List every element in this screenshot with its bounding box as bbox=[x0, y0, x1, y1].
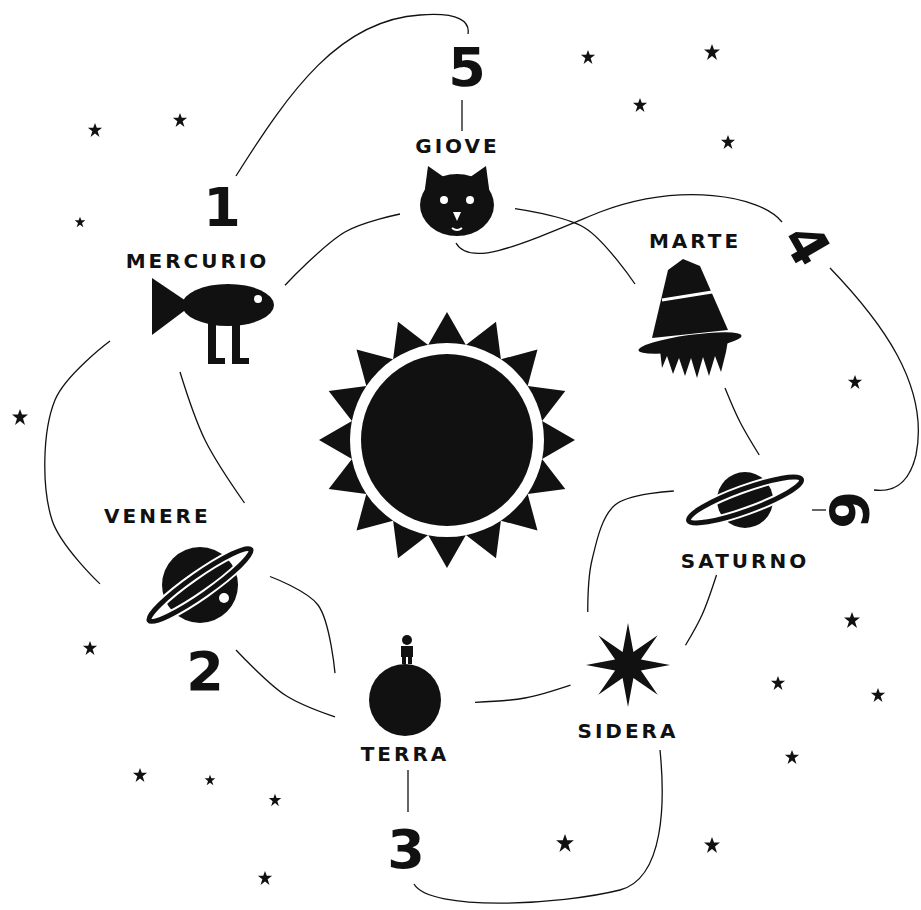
fish-foot bbox=[232, 358, 249, 364]
callout-number: 1 bbox=[203, 181, 241, 235]
star bbox=[771, 676, 785, 690]
planet-node: MERCURIO bbox=[110, 248, 285, 372]
planet-node: GIOVE bbox=[400, 133, 515, 241]
orbit-connector bbox=[515, 209, 635, 284]
person-leg bbox=[402, 656, 406, 664]
star bbox=[785, 750, 799, 764]
ringed-planet bbox=[685, 469, 805, 531]
fish-body bbox=[182, 284, 274, 326]
cat-head bbox=[420, 174, 494, 236]
orbit-connector bbox=[725, 388, 759, 455]
person-leg bbox=[408, 656, 412, 664]
star bbox=[633, 98, 647, 112]
orbit-connector bbox=[475, 685, 571, 702]
planet-node: SIDERA bbox=[571, 612, 686, 745]
star bbox=[133, 768, 147, 782]
sun bbox=[319, 312, 575, 568]
star bbox=[269, 794, 281, 806]
fish-foot bbox=[208, 358, 225, 364]
planet-name: SIDERA bbox=[576, 720, 681, 743]
planet-name: MERCURIO bbox=[124, 250, 272, 273]
person-head bbox=[402, 635, 412, 645]
callout-number: 6 bbox=[821, 491, 875, 529]
ring-gap bbox=[685, 469, 805, 531]
eight-point-star bbox=[586, 623, 670, 707]
leader-line bbox=[414, 750, 662, 903]
sun-gap bbox=[350, 343, 544, 537]
planet-name: GIOVE bbox=[413, 135, 501, 158]
leader-line bbox=[456, 195, 782, 254]
cat-nose bbox=[453, 212, 461, 221]
star bbox=[75, 217, 86, 228]
leader-line bbox=[830, 268, 918, 490]
person-body bbox=[401, 646, 413, 657]
cat-mouth bbox=[452, 228, 462, 230]
planet-name: TERRA bbox=[359, 743, 452, 766]
sun-disk bbox=[361, 354, 533, 526]
cat-face bbox=[420, 166, 494, 236]
callout-number: 3 bbox=[387, 823, 425, 877]
leader-lines bbox=[236, 14, 918, 903]
fish-leg bbox=[208, 318, 216, 363]
orbit-connector bbox=[45, 341, 110, 584]
planet-name: SATURNO bbox=[679, 550, 811, 573]
orbit-connector bbox=[588, 491, 674, 612]
sun-rays bbox=[319, 312, 575, 568]
orbit-connector bbox=[270, 577, 335, 674]
orbit-connector bbox=[236, 650, 335, 717]
planet-name: VENERE bbox=[102, 505, 213, 528]
planet-node: SATURNO bbox=[674, 455, 816, 575]
star bbox=[704, 44, 720, 60]
star bbox=[205, 775, 216, 786]
ring-gap bbox=[143, 541, 256, 629]
background-stars bbox=[12, 44, 885, 885]
orbit-connector bbox=[180, 372, 245, 503]
cat-eye bbox=[440, 196, 448, 204]
star-shape bbox=[586, 623, 670, 707]
star bbox=[556, 834, 574, 852]
planet-node: TERRA bbox=[335, 622, 475, 768]
leader-line bbox=[461, 100, 462, 131]
leader-line bbox=[407, 770, 408, 812]
cat-eye bbox=[466, 196, 474, 204]
fish-eye bbox=[254, 295, 262, 303]
hat-cone bbox=[652, 259, 728, 338]
star bbox=[173, 113, 187, 127]
planet-node: MARTE bbox=[635, 228, 755, 388]
callout-number: 2 bbox=[186, 645, 224, 699]
planet-name: MARTE bbox=[647, 230, 743, 253]
star bbox=[848, 375, 862, 389]
walking-fish bbox=[152, 278, 274, 364]
star bbox=[12, 409, 28, 425]
planet-nose bbox=[232, 606, 238, 611]
star bbox=[871, 688, 885, 702]
hat-band bbox=[662, 292, 712, 300]
star bbox=[88, 123, 102, 137]
earth bbox=[369, 635, 441, 736]
callout-number: 5 bbox=[448, 41, 486, 95]
fish-leg bbox=[232, 318, 240, 363]
earth-globe bbox=[369, 664, 441, 736]
planet-ring bbox=[143, 541, 256, 629]
star bbox=[83, 641, 97, 655]
star bbox=[844, 612, 860, 628]
planet-ring bbox=[685, 469, 805, 531]
star bbox=[258, 871, 272, 885]
orbit-connector bbox=[285, 214, 400, 285]
witch-hat bbox=[637, 259, 742, 378]
planet-eye bbox=[219, 593, 229, 603]
planet-node: VENERE bbox=[100, 503, 270, 650]
star bbox=[704, 837, 720, 853]
callout-number: 4 bbox=[773, 215, 839, 275]
star bbox=[721, 135, 735, 149]
face-planet bbox=[143, 541, 256, 629]
orbit-connector bbox=[686, 575, 717, 645]
hat-fringe bbox=[660, 340, 728, 378]
star bbox=[581, 50, 595, 64]
